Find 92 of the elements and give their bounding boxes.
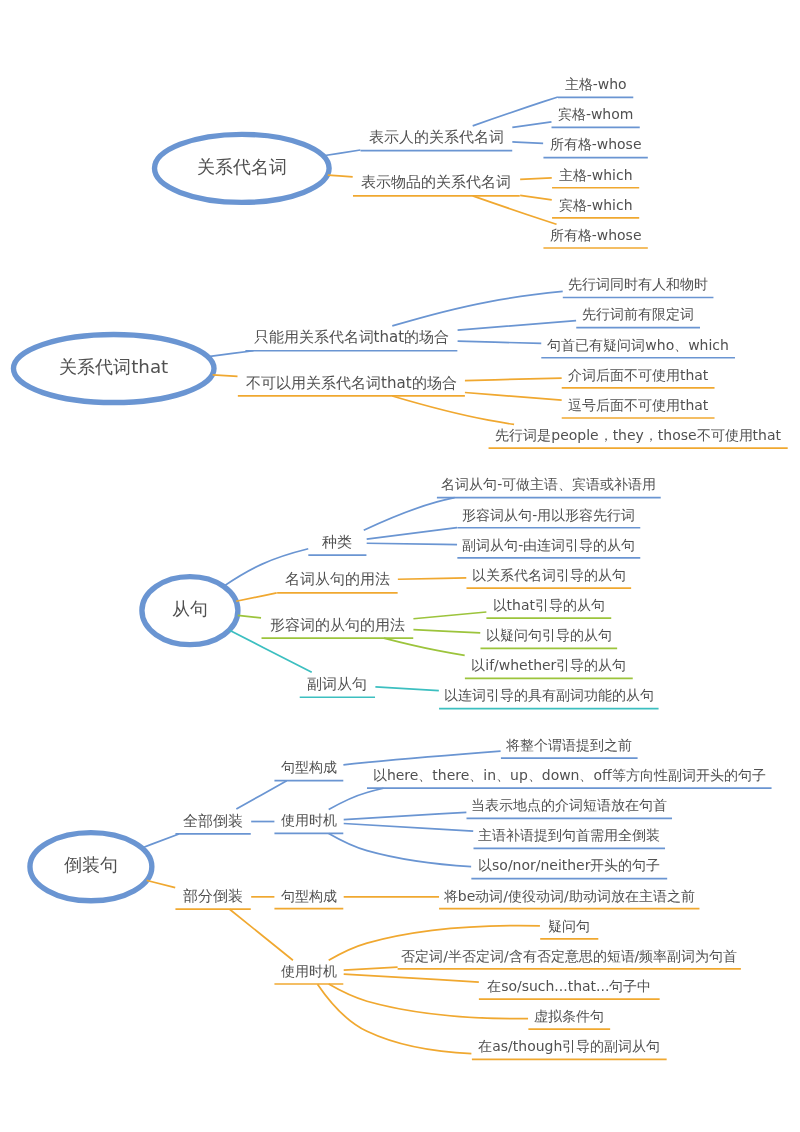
node-text: 虚拟条件句 [533, 1007, 604, 1024]
node-text: 以疑问句引导的从句 [485, 626, 612, 643]
node-text: 形容词的从句的用法 [269, 615, 405, 634]
node-text: 以so/nor/neither开头的句子 [477, 856, 660, 873]
node-text: 种类 [321, 532, 352, 551]
node-text: 宾格-which [558, 196, 632, 213]
node-text: 宾格-whom [557, 105, 633, 122]
connector [342, 811, 467, 820]
connector [228, 628, 313, 673]
connector [510, 140, 544, 144]
node-text: 名词从句-可做主语、宾语或补语用 [440, 475, 656, 492]
node-text: 形容词从句-用以形容先行词 [461, 506, 635, 523]
connector [211, 373, 238, 377]
node-text: 先行词前有限定词 [581, 305, 694, 322]
connector [342, 965, 398, 971]
connector [234, 591, 278, 602]
node-text: 所有格-whose [549, 226, 641, 243]
connector [518, 193, 553, 201]
node-text: 在so/such...that...句子中 [486, 977, 651, 994]
node-text: 所有格-whose [549, 135, 641, 152]
node-ellipse: 关系代词that [10, 331, 217, 405]
node-text: 以here、there、in、up、down、off等方向性副词开头的句子 [372, 766, 766, 783]
connector [249, 895, 275, 898]
connector [326, 173, 354, 178]
connector [382, 636, 466, 656]
node-text: 名词从句的用法 [284, 569, 390, 588]
connector [342, 822, 474, 832]
connector [342, 749, 501, 766]
connector [327, 786, 384, 810]
node-text: 句首已有疑问词who、which [546, 336, 729, 353]
node-text: 副词从句 [306, 674, 367, 693]
node-text: 以关系代名词引导的从句 [471, 566, 626, 583]
connector [365, 541, 458, 545]
node-text: 句型构成 [280, 758, 337, 775]
node-text: 句型构成 [280, 887, 337, 903]
node-text: 逗号后面不可使用that [567, 396, 708, 413]
connector [396, 576, 467, 580]
connector [471, 95, 559, 127]
node-text: 全部倒装 [182, 811, 243, 829]
connector [236, 614, 262, 619]
node-text: 介词后面不可使用that [567, 366, 708, 383]
connector [456, 339, 542, 344]
connector [322, 148, 361, 157]
connector [412, 628, 481, 634]
node-text: 使用时机 [280, 811, 337, 828]
node-text: 只能用关系代名词that的场合 [253, 327, 449, 346]
node-text: 先行词同时有人和物时 [567, 275, 708, 292]
node-text: 以that引导的从句 [492, 596, 605, 613]
node-text: 否定词/半否定词/含有否定意思的短语/频率副词为句首 [400, 947, 737, 964]
node-text: 副词从句-由连词引导的从句 [461, 536, 635, 553]
connector [228, 907, 294, 961]
node-text: 使用时机 [280, 962, 337, 979]
connector [518, 176, 553, 180]
node-text: 主格-which [558, 166, 632, 183]
node-text: 将整个谓语提到之前 [505, 736, 632, 753]
node-text: 以连词引导的具有副词功能的从句 [443, 686, 654, 703]
node-text: 主格-who [564, 75, 627, 92]
connector [463, 376, 563, 381]
connector [365, 526, 458, 540]
connector [374, 685, 440, 691]
node-text: 表示物品的关系代名词 [360, 172, 511, 191]
node-ellipse: 倒装句 [26, 829, 155, 903]
node-text: 将be动词/使役动词/助动词放在主语之前 [443, 887, 695, 903]
connector [390, 290, 564, 327]
node-ellipse: 从句 [138, 573, 241, 647]
node-text: 疑问句 [547, 917, 590, 934]
connector [362, 496, 455, 531]
node-text: 以if/whether引导的从句 [470, 656, 626, 673]
connector [412, 610, 487, 620]
connector [471, 194, 557, 225]
node-text: 先行词是people，they，those不可使用that [494, 426, 781, 443]
connector [327, 832, 472, 867]
node-text: 部分倒装 [182, 886, 243, 905]
node-text: 表示人的关系代名词 [368, 127, 504, 146]
connector [145, 879, 176, 888]
connector [342, 972, 480, 983]
node-text: 在as/though引导的副词从句 [477, 1037, 660, 1054]
connector [456, 319, 577, 331]
node-text: 不可以用关系代名词that的场合 [245, 373, 457, 392]
connector [235, 779, 288, 810]
node-text: 当表示地点的介词短语放在句首 [470, 796, 667, 813]
connector [249, 820, 275, 822]
node-ellipse: 关系代名词 [151, 131, 332, 205]
connector [390, 394, 515, 425]
connector [222, 547, 309, 587]
node-text: 主语补语提到句首需用全倒装 [477, 826, 660, 843]
connector [510, 120, 552, 128]
connector [342, 895, 440, 898]
connector [327, 924, 541, 961]
connector [316, 982, 472, 1054]
connector [463, 391, 563, 401]
connector [327, 982, 529, 1020]
